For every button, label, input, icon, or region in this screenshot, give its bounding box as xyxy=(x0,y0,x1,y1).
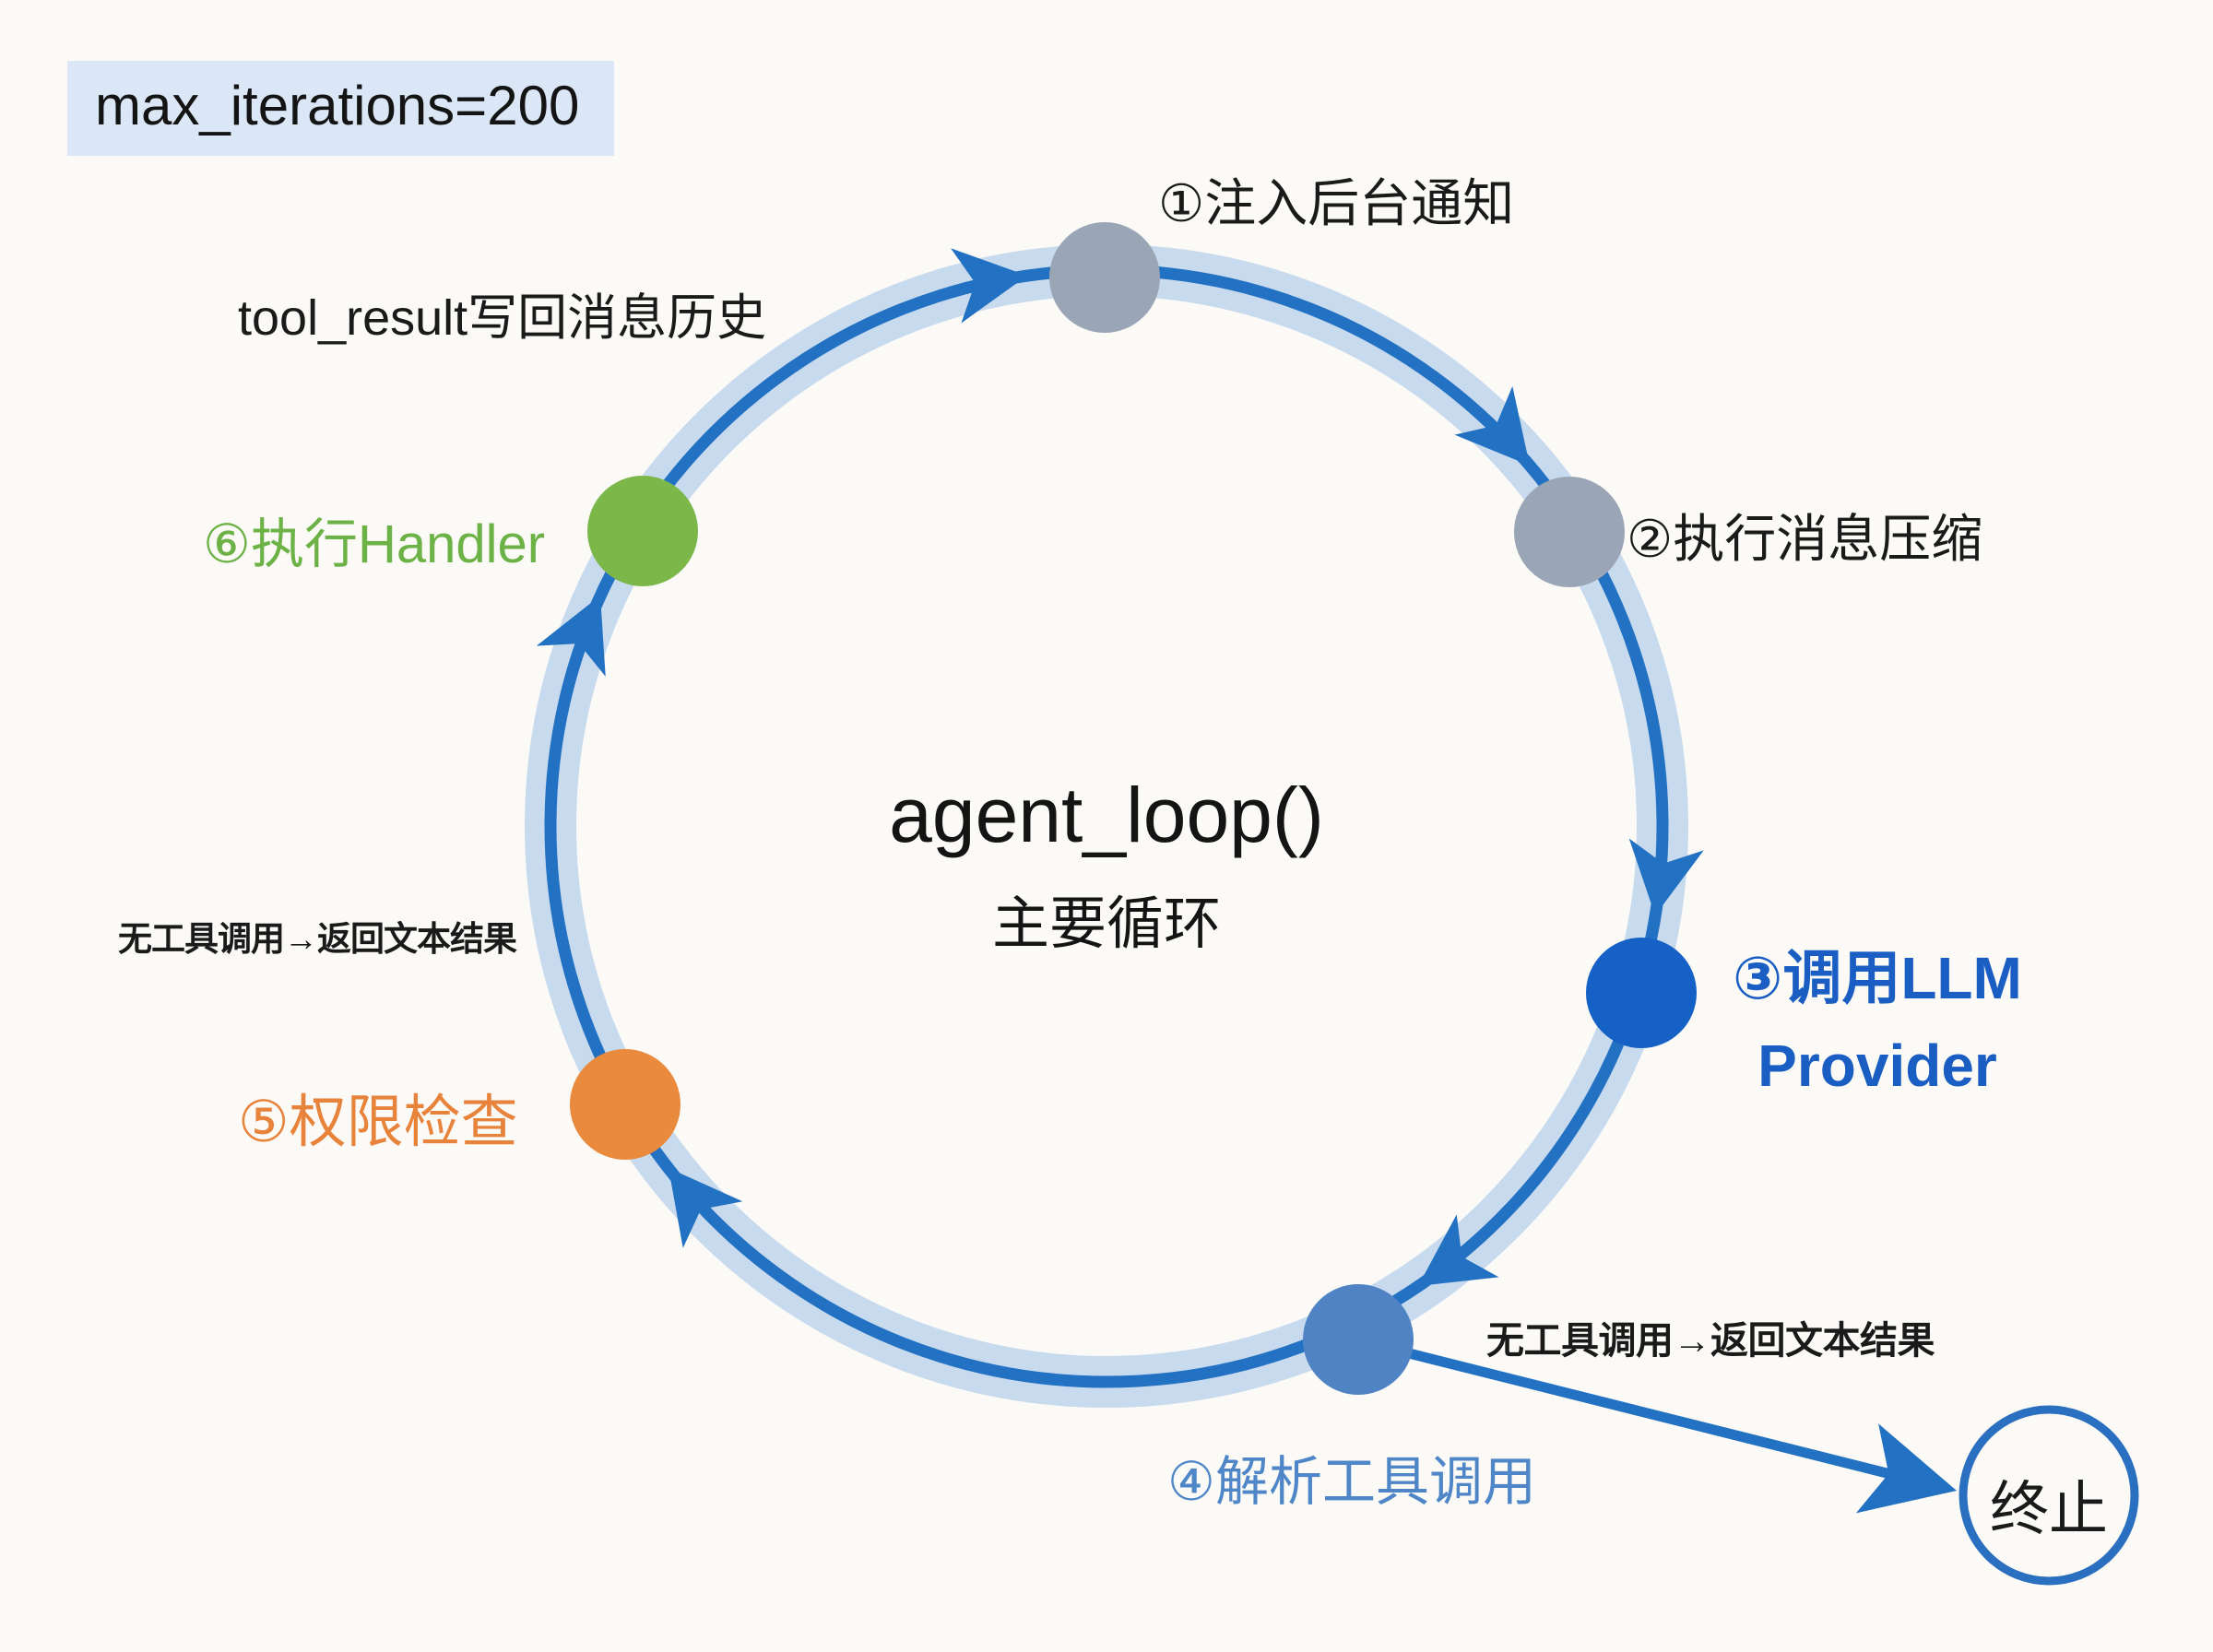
node-circle-step3 xyxy=(1586,938,1697,1048)
node-circle-step6 xyxy=(587,476,698,586)
terminate-arrowhead xyxy=(1855,1423,1957,1514)
terminate-arrow-line xyxy=(1407,1348,1899,1481)
annotation-no-tool-call-left: 无工具调用→返回文本结果 xyxy=(118,920,517,958)
cycle-arrowhead-to-step3 xyxy=(1628,838,1704,915)
terminate-circle xyxy=(1959,1405,2139,1586)
loop-subtitle: 主要循环 xyxy=(991,891,1221,956)
step-label-3: ③调用LLM Provider xyxy=(1711,935,2043,1109)
cycle-arrowhead-to-step1 xyxy=(951,248,1027,324)
node-circle-step2 xyxy=(1514,477,1625,587)
cycle-arrowhead-to-step5 xyxy=(669,1168,743,1248)
center-text: agent_loop() 主要循环 xyxy=(876,771,1337,960)
max-iterations-badge: max_iterations=200 xyxy=(67,61,615,156)
node-circle-step1 xyxy=(1049,222,1160,333)
cycle-arrowhead-to-step2 xyxy=(1454,385,1530,466)
step-label-3-line2: Provider xyxy=(1757,1032,1997,1099)
node-circle-step4 xyxy=(1303,1284,1414,1395)
step-label-6: ⑥执行Handler xyxy=(203,514,546,574)
step-label-3-line1: ③调用LLM xyxy=(1733,945,2022,1011)
cycle-arrowhead-to-step6 xyxy=(536,596,606,677)
terminate-label: 终止 xyxy=(1990,1476,2108,1542)
step-label-2: ②执行消息压缩 xyxy=(1627,510,1983,568)
step-label-5: ⑤权限检查 xyxy=(238,1091,518,1154)
annotation-tool-result: tool_result写回消息历史 xyxy=(238,290,767,346)
annotation-no-tool-call-right: 无工具调用→返回文本结果 xyxy=(1486,1319,1935,1362)
step-label-4: ④解析工具调用 xyxy=(1167,1452,1536,1512)
cycle-arrowhead-to-step4 xyxy=(1418,1214,1499,1286)
step-label-1: ①注入后台通知 xyxy=(1158,174,1515,232)
loop-title: agent_loop() xyxy=(889,772,1324,858)
node-circle-step5 xyxy=(570,1049,680,1160)
